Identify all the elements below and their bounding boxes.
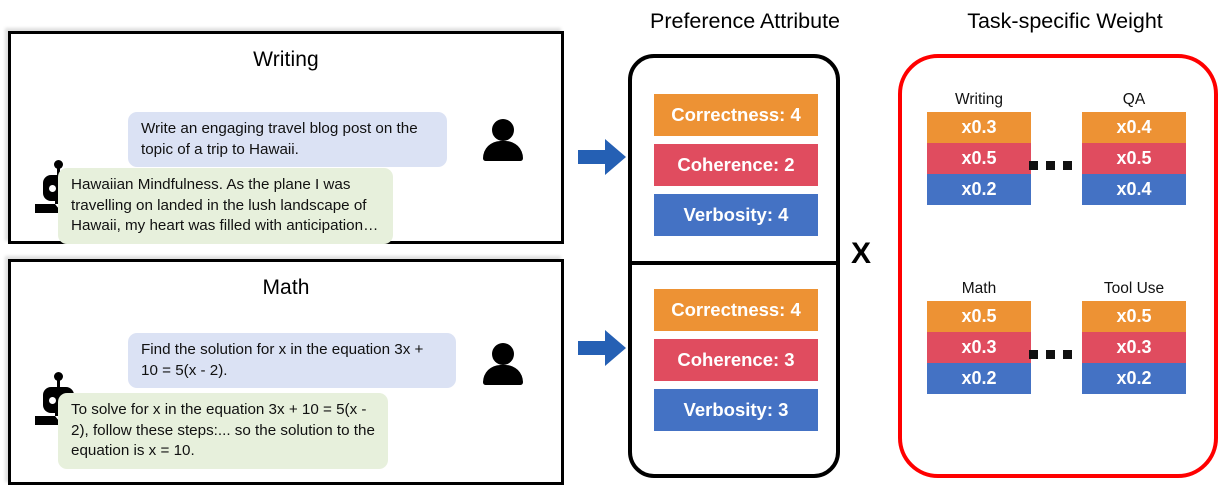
- robot-antenna-dot: [54, 372, 63, 381]
- ellipsis-dot: [1029, 161, 1038, 170]
- avatar-body: [483, 365, 523, 385]
- ellipsis-dot: [1046, 161, 1055, 170]
- weight-group-math: Math x0.5 x0.3 x0.2: [927, 280, 1031, 394]
- weight-group-writing: Writing x0.3 x0.5 x0.2: [927, 91, 1031, 205]
- weight-task-label: Tool Use: [1103, 280, 1165, 297]
- attribute-bar-correctness: Correctness: 4: [654, 94, 818, 136]
- user-message-bubble: Find the solution for x in the equation …: [128, 333, 456, 388]
- weight-bar-verbosity: x0.2: [927, 174, 1031, 205]
- robot-antenna-stem: [57, 379, 60, 389]
- weight-task-label: Writing: [955, 91, 1003, 108]
- robot-eye-left: [48, 184, 57, 193]
- ellipsis-icon: [1029, 161, 1072, 170]
- weight-bar-coherence: x0.3: [1082, 332, 1186, 363]
- weight-task-label: Math: [961, 280, 997, 297]
- task-specific-weight-container: Writing x0.3 x0.5 x0.2 QA x0.4 x0.5 x0.4…: [898, 54, 1218, 478]
- preference-attribute-container: Correctness: 4 Coherence: 2 Verbosity: 4…: [628, 54, 840, 478]
- weight-bar-coherence: x0.5: [1082, 143, 1186, 174]
- attribute-bar-coherence: Coherence: 2: [654, 144, 818, 186]
- preference-group-writing: Correctness: 4 Coherence: 2 Verbosity: 4: [654, 94, 818, 244]
- attribute-bar-correctness: Correctness: 4: [654, 289, 818, 331]
- avatar-head: [492, 343, 514, 365]
- arrow-right-icon: [578, 330, 626, 366]
- weight-bar-verbosity: x0.2: [927, 363, 1031, 394]
- assistant-message-bubble: Hawaiian Mindfulness. As the plane I was…: [58, 168, 393, 244]
- user-avatar-icon: [483, 343, 523, 385]
- ellipsis-dot: [1029, 350, 1038, 359]
- preference-divider: [632, 261, 836, 265]
- robot-antenna-dot: [54, 160, 63, 169]
- weight-group-tool-use: Tool Use x0.5 x0.3 x0.2: [1082, 280, 1186, 394]
- assistant-message-bubble: To solve for x in the equation 3x + 10 =…: [58, 393, 388, 469]
- conversation-panel-math: Math Find the solution for x in the equa…: [8, 259, 564, 485]
- robot-eye-left: [48, 396, 57, 405]
- weight-bar-coherence: x0.5: [927, 143, 1031, 174]
- weight-task-label: QA: [1122, 91, 1146, 108]
- section-title-task-specific-weight: Task-specific Weight: [967, 9, 1163, 33]
- user-avatar-icon: [483, 119, 523, 161]
- section-title-preference-attribute: Preference Attribute: [649, 9, 841, 33]
- weight-bar-correctness: x0.5: [927, 301, 1031, 332]
- user-message-bubble: Write an engaging travel blog post on th…: [128, 112, 447, 167]
- attribute-bar-verbosity: Verbosity: 4: [654, 194, 818, 236]
- arrow-right-icon: [578, 139, 626, 175]
- preference-group-math: Correctness: 4 Coherence: 3 Verbosity: 3: [654, 289, 818, 439]
- ellipsis-dot: [1063, 161, 1072, 170]
- panel-title-math: Math: [262, 276, 310, 299]
- avatar-body: [483, 141, 523, 161]
- attribute-bar-verbosity: Verbosity: 3: [654, 389, 818, 431]
- multiplication-symbol: X: [851, 237, 872, 270]
- avatar-head: [492, 119, 514, 141]
- ellipsis-icon: [1029, 350, 1072, 359]
- weight-group-qa: QA x0.4 x0.5 x0.4: [1082, 91, 1186, 205]
- ellipsis-dot: [1063, 350, 1072, 359]
- weight-bar-coherence: x0.3: [927, 332, 1031, 363]
- weight-bar-verbosity: x0.4: [1082, 174, 1186, 205]
- weight-bar-correctness: x0.4: [1082, 112, 1186, 143]
- attribute-bar-coherence: Coherence: 3: [654, 339, 818, 381]
- ellipsis-dot: [1046, 350, 1055, 359]
- conversation-panel-writing: Writing Write an engaging travel blog po…: [8, 31, 564, 244]
- weight-bar-correctness: x0.3: [927, 112, 1031, 143]
- weight-bar-correctness: x0.5: [1082, 301, 1186, 332]
- panel-title-writing: Writing: [253, 48, 319, 71]
- weight-bar-verbosity: x0.2: [1082, 363, 1186, 394]
